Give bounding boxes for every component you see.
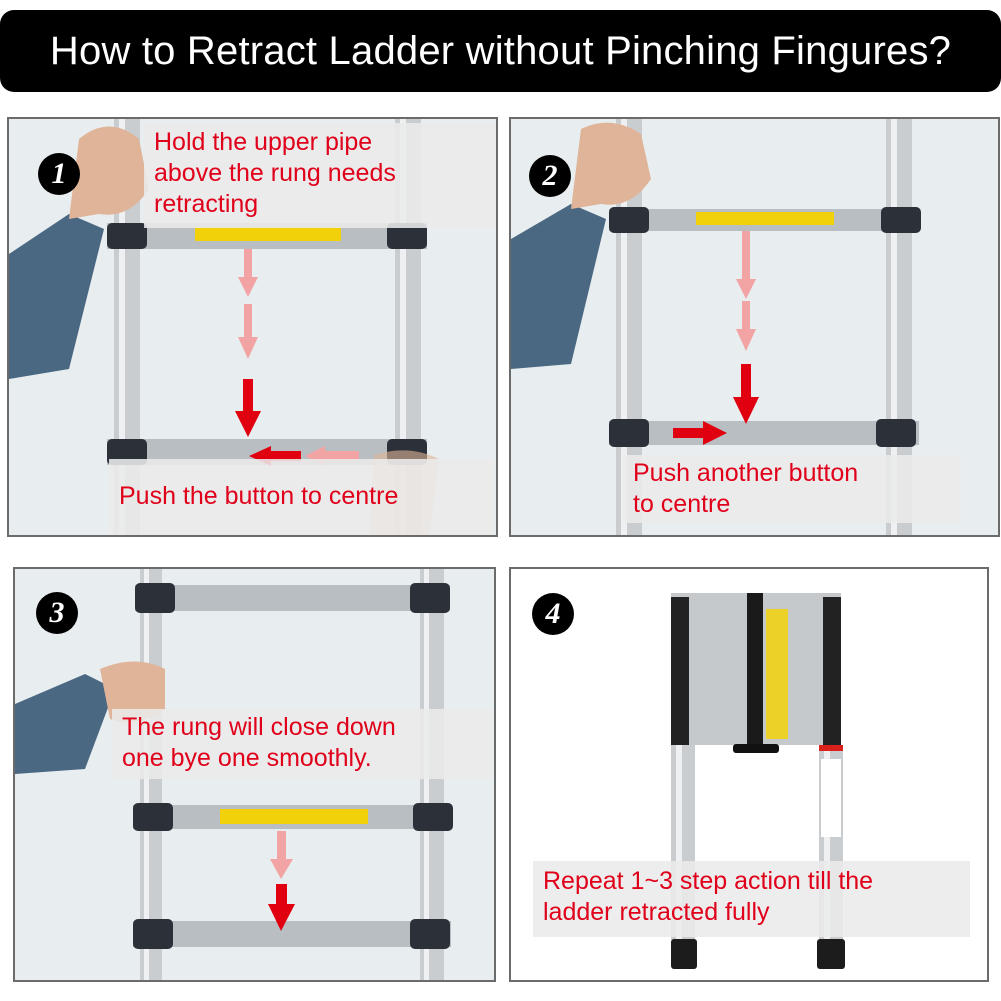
title-banner: How to Retract Ladder without Pinching F… — [0, 10, 1001, 92]
step-1-caption-bottom: Push the button to centre — [109, 459, 494, 535]
arm — [9, 214, 104, 379]
step-1-number: 1 — [38, 153, 80, 195]
step-4-number: 4 — [532, 593, 574, 635]
step-3-panel: 3 The rung will close down one bye one s… — [13, 567, 496, 982]
step-4-caption: Repeat 1~3 step action till the ladder r… — [533, 861, 970, 937]
page-title: How to Retract Ladder without Pinching F… — [49, 28, 952, 73]
down-arrows — [268, 831, 295, 931]
step-4-panel: 4 Repeat 1~3 step action till the ladder… — [509, 567, 989, 982]
step-2-panel: 2 Push another button to centre — [509, 117, 1000, 537]
step-1-panel: 1 Hold the upper pipe above the rung nee… — [7, 117, 498, 537]
step-1-caption-top: Hold the upper pipe above the rung needs… — [144, 123, 496, 228]
retracted-ladder — [671, 593, 845, 969]
hand — [69, 126, 149, 219]
right-arrow — [673, 421, 727, 445]
step-3-number: 3 — [36, 592, 78, 634]
down-arrows — [235, 249, 261, 437]
down-arrows — [733, 231, 759, 424]
step-2-number: 2 — [529, 155, 571, 197]
step-3-caption: The rung will close down one bye one smo… — [112, 709, 492, 779]
step-2-caption: Push another button to centre — [623, 455, 961, 523]
